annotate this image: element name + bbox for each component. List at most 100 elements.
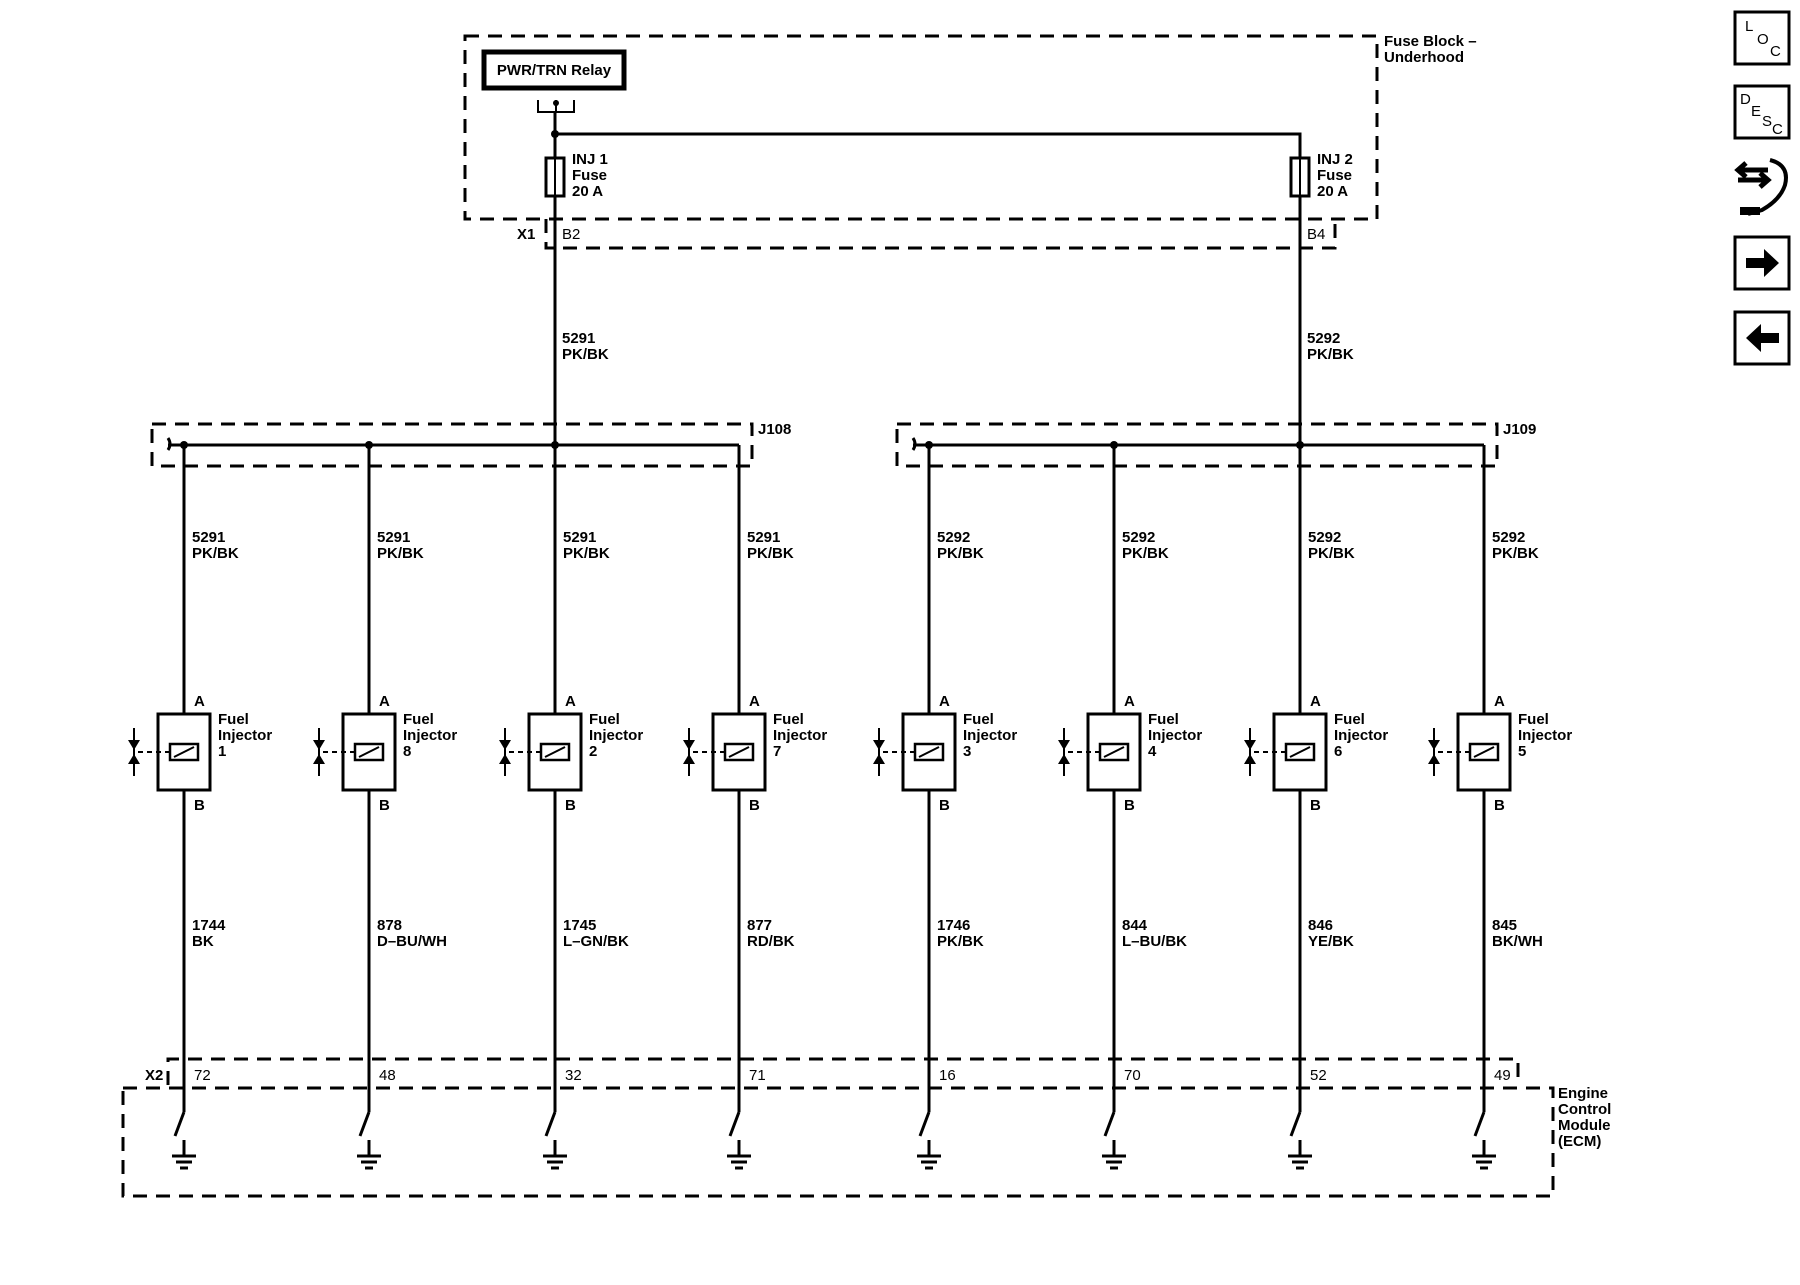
fuse-block-underhood: Fuse Block – Underhood X1	[463, 33, 1477, 250]
injector-pin-b: B	[749, 797, 760, 814]
supply-wire-circuit: 5292	[1122, 529, 1155, 546]
inj1-fuse-name: INJ 1	[572, 151, 608, 168]
pwr-trn-relay: PWR/TRN Relay	[481, 49, 627, 113]
ecm-driver-switch	[544, 1111, 557, 1137]
ecm-driver-switch	[1473, 1111, 1486, 1137]
desc-button-d: D	[1740, 91, 1751, 108]
fuel-injector-number: 2	[589, 743, 597, 760]
loc-button-c: C	[1770, 43, 1781, 60]
splice-j109-outline	[895, 422, 1499, 468]
control-wire-color: BK/WH	[1492, 933, 1543, 950]
feed-wire-5292-color: PK/BK	[1307, 346, 1354, 363]
inj1-fuse: INJ 1 Fuse 20 A B2	[544, 134, 608, 243]
desc-button-c: C	[1772, 121, 1783, 138]
injector-pin-b: B	[1494, 797, 1505, 814]
x1-connector-outline	[544, 219, 1337, 250]
supply-wire-circuit: 5291	[563, 529, 596, 546]
fuel-injector-label: Fuel	[218, 711, 249, 728]
arrow-left-icon[interactable]	[1733, 310, 1791, 366]
ecm-label-line1: Engine	[1558, 1085, 1608, 1102]
fuel-injector-label-word: Injector	[1518, 727, 1572, 744]
ecm-driver-switch	[1289, 1111, 1302, 1137]
relay-box	[481, 49, 627, 91]
fuel-injector-number: 8	[403, 743, 411, 760]
control-wire-color: D–BU/WH	[377, 933, 447, 950]
supply-wire-circuit: 5292	[937, 529, 970, 546]
fuse-block-title-line2: Underhood	[1384, 49, 1464, 66]
x1-connector-label: X1	[517, 226, 535, 243]
inj2-fuse-word: Fuse	[1317, 167, 1352, 184]
desc-button-s: S	[1762, 113, 1772, 130]
injector-pin-b: B	[1124, 797, 1135, 814]
feed-wire-5291-color: PK/BK	[562, 346, 609, 363]
ecm-pin-number: 52	[1310, 1067, 1327, 1084]
relay-label: PWR/TRN Relay	[497, 62, 612, 79]
fuel-injector-label-word: Injector	[773, 727, 827, 744]
control-wire-circuit: 844	[1122, 917, 1148, 934]
control-wire-circuit: 845	[1492, 917, 1517, 934]
supply-wire-circuit: 5292	[1492, 529, 1525, 546]
inj1-fuse-pin: B2	[562, 226, 580, 243]
loc-button[interactable]: L O C	[1733, 10, 1791, 66]
injector-pin-b: B	[565, 797, 576, 814]
injector-pin-a: A	[1494, 693, 1505, 710]
injector-pin-a: A	[1124, 693, 1135, 710]
fuel-injector-label-word: Injector	[589, 727, 643, 744]
ecm-driver-switch	[173, 1111, 186, 1137]
supply-wire-circuit: 5291	[192, 529, 225, 546]
desc-button[interactable]: D E S C	[1733, 84, 1791, 140]
ecm-driver-switch	[358, 1111, 371, 1137]
control-wire-color: RD/BK	[747, 933, 795, 950]
connector-tools-icon[interactable]	[1734, 158, 1788, 216]
fuel-injector-number: 6	[1334, 743, 1342, 760]
ecm-driver-switch	[728, 1111, 741, 1137]
inj2-fuse-name: INJ 2	[1317, 151, 1353, 168]
feed-wire-5292-circuit: 5292	[1307, 330, 1340, 347]
x2-connector-outline	[166, 1057, 1520, 1085]
control-wire-color: YE/BK	[1308, 933, 1354, 950]
control-wire-color: L–BU/BK	[1122, 933, 1187, 950]
fuse-block-title-line1: Fuse Block –	[1384, 33, 1477, 50]
fuel-injector-number: 1	[218, 743, 226, 760]
feed-wire-5292: 5292 PK/BK	[1298, 196, 1354, 445]
supply-wire-circuit: 5291	[747, 529, 780, 546]
ecm-pin-number: 49	[1494, 1067, 1511, 1084]
injector-pin-a: A	[379, 693, 390, 710]
fuel-injector-label-word: Injector	[1334, 727, 1388, 744]
control-wire-color: L–GN/BK	[563, 933, 629, 950]
inj2-fuse-rating: 20 A	[1317, 183, 1348, 200]
control-wire-circuit: 1745	[563, 917, 596, 934]
fuel-injector-label-word: Injector	[963, 727, 1017, 744]
ecm-label-line3: Module	[1558, 1117, 1611, 1134]
fuel-injector-label-word: Injector	[1148, 727, 1202, 744]
injector-pin-a: A	[565, 693, 576, 710]
inj2-fuse-pin: B4	[1307, 226, 1325, 243]
loc-button-o: O	[1757, 31, 1769, 48]
splice-j109: J109	[895, 421, 1536, 468]
fuel-injector-label: Fuel	[1334, 711, 1365, 728]
fuel-injector-label: Fuel	[1518, 711, 1549, 728]
splice-j108: J108	[150, 421, 791, 468]
supply-wire-color: PK/BK	[192, 545, 239, 562]
injector-pin-a: A	[749, 693, 760, 710]
fuel-injector-label: Fuel	[773, 711, 804, 728]
arrow-right-icon[interactable]	[1733, 235, 1791, 291]
engine-control-module: X2 Engine Control Module (ECM)	[121, 1057, 1611, 1198]
feed-wire-5291: 5291 PK/BK	[553, 196, 609, 445]
supply-wire-circuit: 5292	[1308, 529, 1341, 546]
fuel-injector-number: 7	[773, 743, 781, 760]
control-wire-circuit: 1746	[937, 917, 970, 934]
ecm-pin-number: 70	[1124, 1067, 1141, 1084]
supply-wire-color: PK/BK	[563, 545, 610, 562]
injector-pin-a: A	[939, 693, 950, 710]
splice-j109-label: J109	[1503, 421, 1536, 438]
fuel-injector-number: 3	[963, 743, 971, 760]
supply-wire-color: PK/BK	[377, 545, 424, 562]
control-wire-circuit: 1744	[192, 917, 226, 934]
